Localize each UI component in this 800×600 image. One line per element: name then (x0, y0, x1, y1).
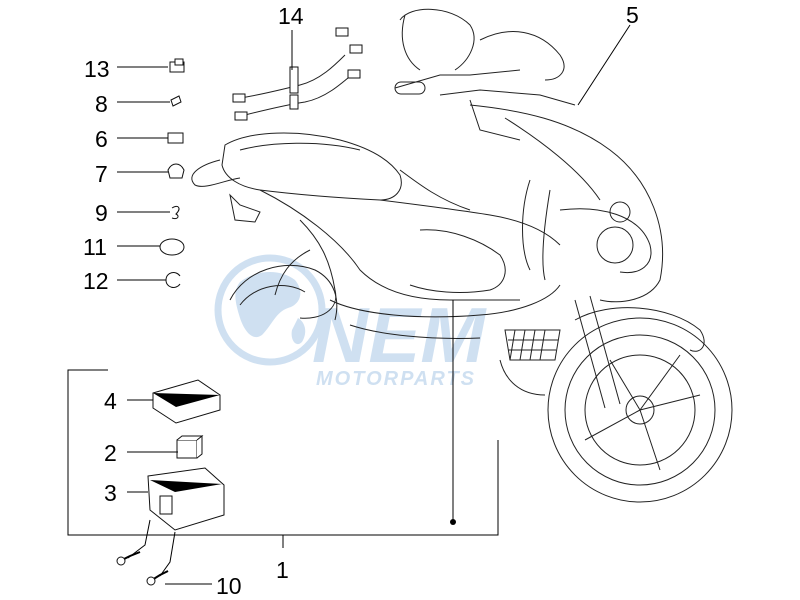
callout-numbers: 13 8 6 7 9 11 12 14 5 4 2 3 1 10 (83, 2, 639, 599)
watermark: NEM MOTORPARTS (214, 254, 487, 390)
part-4-box (152, 379, 221, 424)
callout-13: 13 (84, 56, 110, 82)
callout-6: 6 (95, 126, 108, 152)
part-10-screws (116, 551, 169, 586)
callout-12: 12 (83, 268, 109, 294)
callout-10: 10 (216, 573, 242, 599)
callout-11: 11 (83, 234, 107, 260)
leader-lines (67, 24, 631, 585)
callout-2: 2 (104, 440, 117, 466)
part-6-clamp (167, 132, 184, 144)
harness-part-14 (232, 27, 363, 121)
part-3-holder (147, 467, 225, 531)
scooter-illustration (191, 8, 733, 503)
callout-1: 1 (276, 557, 289, 583)
callout-14: 14 (278, 3, 304, 29)
part-12-band (165, 272, 181, 288)
callout-3: 3 (104, 480, 117, 506)
callout-4: 4 (104, 388, 117, 414)
part-7-clip (167, 163, 185, 179)
callout-8: 8 (95, 91, 108, 117)
globe-icon (214, 254, 326, 366)
part-8-grommet (170, 95, 182, 107)
part-2-fuse (176, 434, 204, 459)
callout-5: 5 (626, 2, 639, 28)
callout-7: 7 (95, 161, 108, 187)
part-9-clip (171, 205, 180, 219)
part-11-band (159, 238, 185, 256)
watermark-tagline: MOTORPARTS (316, 368, 476, 390)
callout-9: 9 (95, 200, 108, 226)
part-13-clip (169, 58, 185, 73)
